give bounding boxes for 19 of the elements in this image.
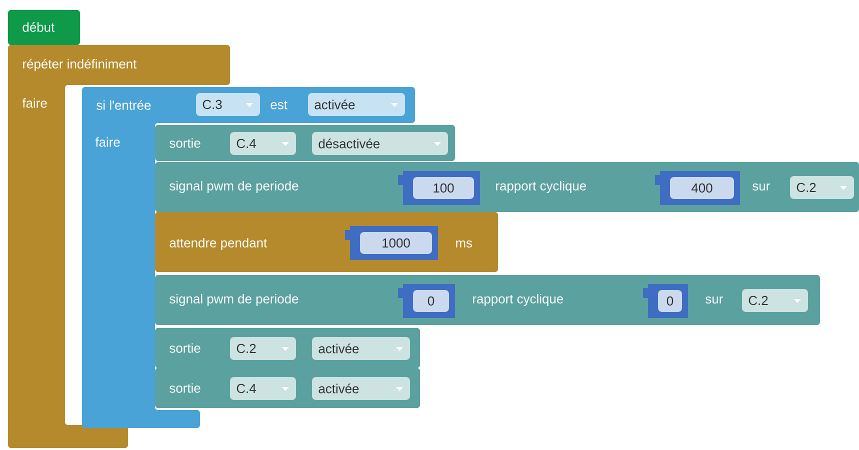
dropdown-field: C.2: [742, 289, 808, 312]
start-block: début: [8, 10, 80, 45]
dropdown-field: activée: [312, 377, 410, 400]
number-input: 0: [643, 284, 688, 318]
dropdown-field: C.2: [230, 337, 296, 360]
number-input: 1000: [345, 226, 438, 260]
dropdown-field: activée: [308, 93, 405, 116]
number-input: 400: [655, 171, 740, 205]
dropdown-field: C.2: [790, 176, 854, 199]
dropdown-field: C.4: [230, 377, 296, 400]
number-input: 0: [398, 284, 455, 318]
node-label: sortie: [170, 343, 200, 353]
dropdown-field: activée: [312, 337, 410, 360]
node-label: sortie: [170, 138, 200, 148]
dropdown-field: désactivée: [312, 132, 448, 155]
node-label: sortie: [170, 383, 200, 393]
dropdown-field: C.4: [230, 132, 296, 155]
number-input: 100: [398, 171, 480, 205]
dropdown-field: C.3: [196, 93, 260, 116]
